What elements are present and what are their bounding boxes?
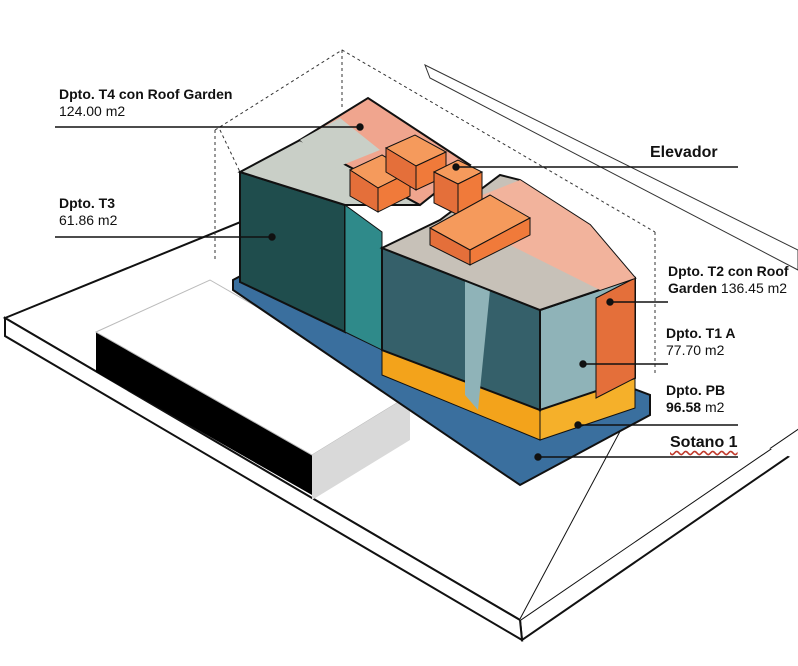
label-t3-area: 61.86 m2 bbox=[59, 212, 118, 228]
label-t2-area: 136.45 m2 bbox=[720, 280, 788, 296]
label-pb-title: Dpto. PB bbox=[666, 382, 726, 398]
label-t2-title-2: Garden bbox=[668, 280, 718, 296]
t2-orange-face bbox=[595, 277, 636, 399]
neighbor-wall bbox=[96, 332, 312, 495]
leader-lines bbox=[55, 123, 738, 461]
label-elevador: Elevador bbox=[650, 144, 718, 161]
orange-volumes bbox=[348, 134, 532, 266]
t3-side-face bbox=[344, 204, 383, 351]
label-t3-title: Dpto. T3 bbox=[59, 195, 115, 211]
envelope-dashed-lines bbox=[214, 49, 656, 375]
t1-stripe bbox=[465, 280, 490, 410]
label-pb-area-value: 96.58 bbox=[666, 399, 702, 415]
label-sotano: Sotano 1 bbox=[670, 434, 738, 451]
label-t3: Dpto. T3 61.86 m2 bbox=[59, 195, 117, 229]
label-t1a: Dpto. T1 A 77.70 m2 bbox=[666, 325, 735, 359]
label-elevador-title: Elevador bbox=[650, 144, 718, 161]
label-t2: Dpto. T2 con Roof Garden 136.45 m2 bbox=[668, 263, 789, 297]
t4-roof-light bbox=[300, 118, 380, 170]
label-sotano-title: Sotano 1 bbox=[670, 434, 738, 451]
label-t2-title-1: Dpto. T2 con Roof bbox=[668, 263, 789, 279]
label-t1a-area: 77.70 m2 bbox=[666, 342, 725, 358]
label-pb: Dpto. PB 96.58 m2 bbox=[666, 382, 725, 416]
label-t4-area: 124.00 m2 bbox=[59, 103, 126, 119]
label-t1a-title: Dpto. T1 A bbox=[666, 325, 736, 341]
label-t4: Dpto. T4 con Roof Garden 124.00 m2 bbox=[59, 86, 232, 120]
label-t4-title: Dpto. T4 con Roof Garden bbox=[59, 86, 233, 102]
label-pb-area-unit: m2 bbox=[704, 399, 725, 415]
shadow-block bbox=[312, 395, 410, 500]
